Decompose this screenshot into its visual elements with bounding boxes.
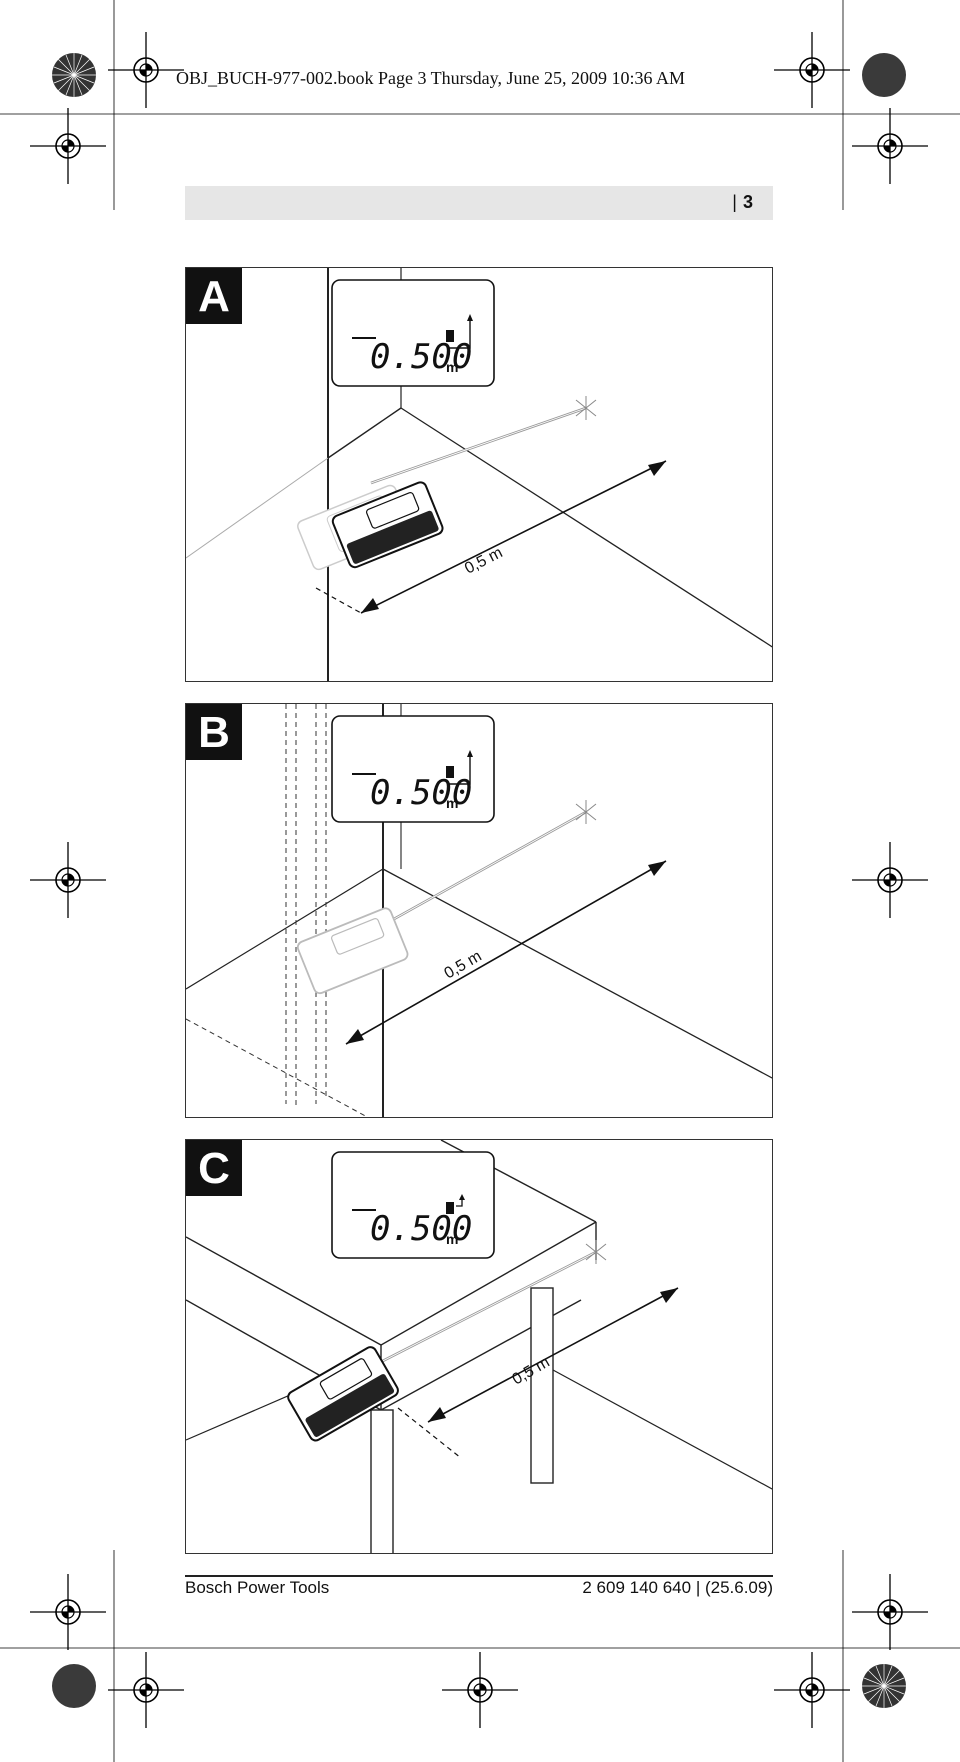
- figure-a-dimension: 0,5 m: [462, 544, 505, 577]
- figure-a: 0,5 m 0.500 m A: [185, 267, 773, 682]
- display-c: 0.500 m: [331, 1151, 495, 1259]
- dimension-label-a: 0,5 m: [462, 544, 505, 577]
- figure-b: 0,5 m 0.500 m B: [185, 703, 773, 1118]
- page-number-value: 3: [742, 192, 753, 212]
- page-number-separator: |: [732, 192, 737, 212]
- display-a-value: 0.500: [370, 337, 472, 377]
- display-b-unit: m: [446, 795, 458, 811]
- page-header-bar: |3: [185, 186, 773, 220]
- figure-b-illustration: 0,5 m 0.500 m: [186, 704, 772, 1117]
- footer-rule: [185, 1575, 773, 1577]
- display-b: 0.500 m: [331, 715, 495, 823]
- figure-c-label: C: [186, 1140, 242, 1196]
- display-a-unit: m: [446, 359, 458, 375]
- display-c-unit: m: [446, 1231, 458, 1247]
- footer-brand: Bosch Power Tools: [185, 1578, 330, 1597]
- print-slug: OBJ_BUCH-977-002.book Page 3 Thursday, J…: [176, 68, 685, 88]
- footer-doc-number: 2 609 140 640 | (25.6.09): [582, 1578, 773, 1597]
- figure-a-illustration: 0,5 m 0.500 m: [186, 268, 772, 681]
- display-c-value: 0.500: [370, 1209, 472, 1249]
- figure-c-illustration: 0,5 m 0.500 m: [186, 1140, 772, 1553]
- display-a: 0.500 m: [331, 279, 495, 387]
- figure-c: 0,5 m 0.500 m C: [185, 1139, 773, 1554]
- figure-a-label: A: [186, 268, 242, 324]
- display-b-value: 0.500: [370, 773, 472, 813]
- page-number: |3: [732, 192, 753, 213]
- figure-b-label: B: [186, 704, 242, 760]
